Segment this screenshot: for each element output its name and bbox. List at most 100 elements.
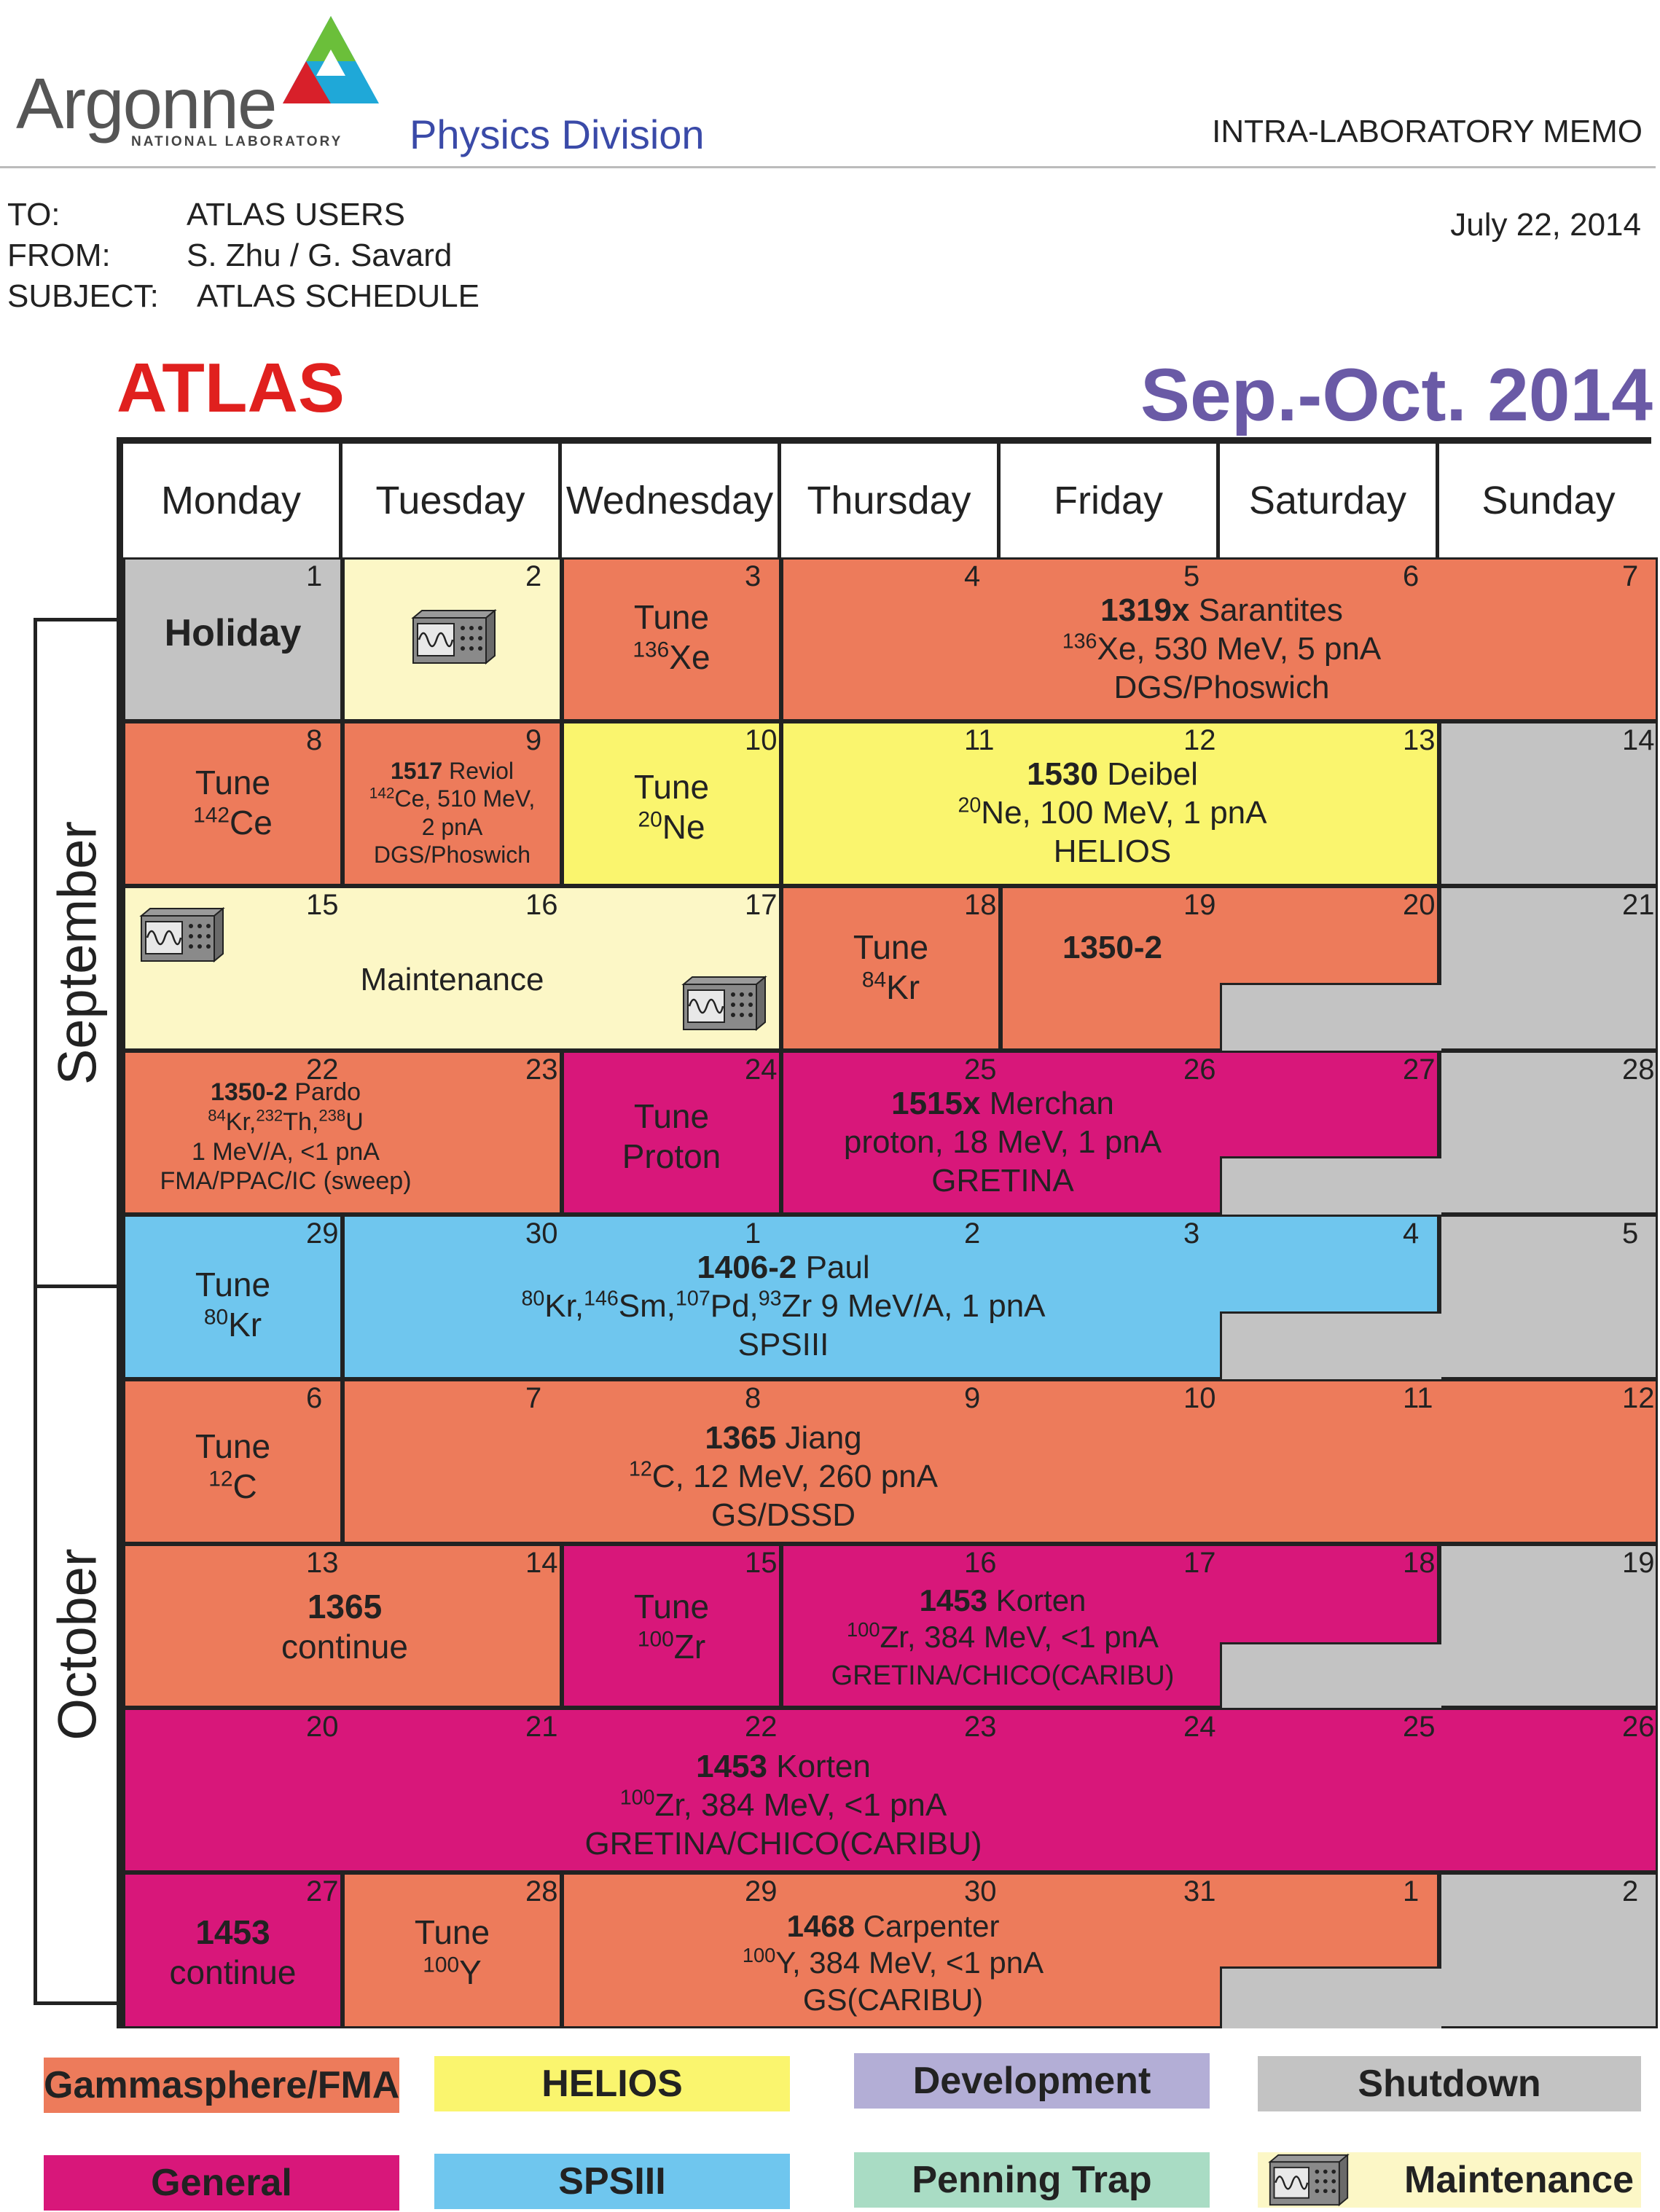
day-number: 17 xyxy=(1183,1547,1216,1579)
event-holiday: Holiday xyxy=(123,557,342,721)
day-header-thursday: Thursday xyxy=(781,444,1001,557)
day-number: 5 xyxy=(1622,1217,1639,1250)
day-number: 21 xyxy=(525,1711,558,1743)
event-shutdown-sep28 xyxy=(1439,1051,1658,1215)
calendar-title: ATLAS xyxy=(117,349,345,427)
legend-development: Development xyxy=(854,2053,1210,2109)
memo-type: INTRA-LABORATORY MEMO xyxy=(1212,114,1643,149)
argonne-logo-icon xyxy=(283,16,379,103)
day-number: 18 xyxy=(1403,1547,1436,1579)
from-value: S. Zhu / G. Savard xyxy=(187,238,453,273)
event-shutdown-sep20-partial xyxy=(1220,983,1441,1051)
day-number: 23 xyxy=(964,1711,997,1743)
day-number: 24 xyxy=(745,1054,778,1086)
month-label-october: October xyxy=(34,1287,117,2005)
day-number: 26 xyxy=(1622,1711,1655,1743)
calendar-period: Sep.-Oct. 2014 xyxy=(1140,353,1653,436)
day-number: 29 xyxy=(306,1217,339,1250)
header-divider xyxy=(0,166,1656,168)
day-number: 3 xyxy=(745,560,762,592)
day-number: 9 xyxy=(964,1382,981,1414)
day-number: 3 xyxy=(1183,1217,1200,1250)
day-number: 21 xyxy=(1622,889,1655,921)
day-number: 30 xyxy=(525,1217,558,1250)
event-shutdown-sep14 xyxy=(1439,721,1658,886)
oscilloscope-icon xyxy=(1266,2152,1351,2208)
day-number: 17 xyxy=(745,889,778,921)
legend-helios: HELIOS xyxy=(434,2056,790,2111)
legend-penning-trap: Penning Trap xyxy=(854,2152,1210,2208)
day-header-tuesday: Tuesday xyxy=(342,444,562,557)
day-number: 16 xyxy=(964,1547,997,1579)
event-shutdown-oct5 xyxy=(1439,1215,1658,1379)
event-shutdown-nov1-partial xyxy=(1220,1966,1441,2028)
day-number: 29 xyxy=(745,1875,778,1907)
day-number: 15 xyxy=(745,1547,778,1579)
subject-value: ATLAS SCHEDULE xyxy=(197,278,479,314)
day-number: 31 xyxy=(1183,1875,1216,1907)
legend-spsiii: SPSIII xyxy=(434,2154,790,2209)
event-maintenance: Maintenance xyxy=(123,886,781,1051)
day-number: 28 xyxy=(1622,1054,1655,1086)
day-number: 25 xyxy=(964,1054,997,1086)
day-number: 13 xyxy=(306,1547,339,1579)
division-name: Physics Division xyxy=(410,111,705,157)
day-number: 25 xyxy=(1403,1711,1436,1743)
event-shutdown-oct19 xyxy=(1439,1544,1658,1708)
event-shutdown-oct18-partial xyxy=(1220,1642,1441,1708)
legend-general: General xyxy=(44,2155,399,2211)
memo-date: July 22, 2014 xyxy=(1450,207,1641,243)
day-number: 12 xyxy=(1622,1382,1655,1414)
day-number: 6 xyxy=(1403,560,1420,592)
day-number: 15 xyxy=(306,889,339,921)
event-shutdown-sep21 xyxy=(1439,886,1658,1051)
day-number: 16 xyxy=(525,889,558,921)
subject-label: SUBJECT: xyxy=(7,278,159,314)
to-value: ATLAS USERS xyxy=(187,197,405,232)
day-number: 7 xyxy=(525,1382,542,1414)
day-number: 6 xyxy=(306,1382,323,1414)
logo-wordmark: Argonne xyxy=(16,63,278,144)
day-header-sunday: Sunday xyxy=(1439,444,1658,557)
day-number: 11 xyxy=(964,724,995,756)
event-maintenance-sep2 xyxy=(342,557,562,721)
day-number: 26 xyxy=(1183,1054,1216,1086)
day-number: 12 xyxy=(1183,724,1216,756)
day-number: 2 xyxy=(964,1217,981,1250)
day-number: 24 xyxy=(1183,1711,1216,1743)
day-number: 2 xyxy=(525,560,542,592)
day-number: 4 xyxy=(964,560,981,592)
day-number: 22 xyxy=(306,1054,339,1086)
day-number: 2 xyxy=(1622,1875,1639,1907)
day-number: 20 xyxy=(306,1711,339,1743)
event-shutdown-nov2 xyxy=(1439,1872,1658,2028)
day-number: 20 xyxy=(1403,889,1436,921)
from-label: FROM: xyxy=(7,238,111,273)
day-number: 1 xyxy=(306,560,323,592)
day-number: 28 xyxy=(525,1875,558,1907)
day-number: 14 xyxy=(1622,724,1655,756)
day-number: 9 xyxy=(525,724,542,756)
to-label: TO: xyxy=(7,197,60,232)
day-number: 5 xyxy=(1183,560,1200,592)
day-number: 18 xyxy=(964,889,997,921)
day-number: 11 xyxy=(1403,1382,1433,1414)
day-number: 13 xyxy=(1403,724,1436,756)
legend-maintenance: Maintenance xyxy=(1258,2152,1641,2208)
